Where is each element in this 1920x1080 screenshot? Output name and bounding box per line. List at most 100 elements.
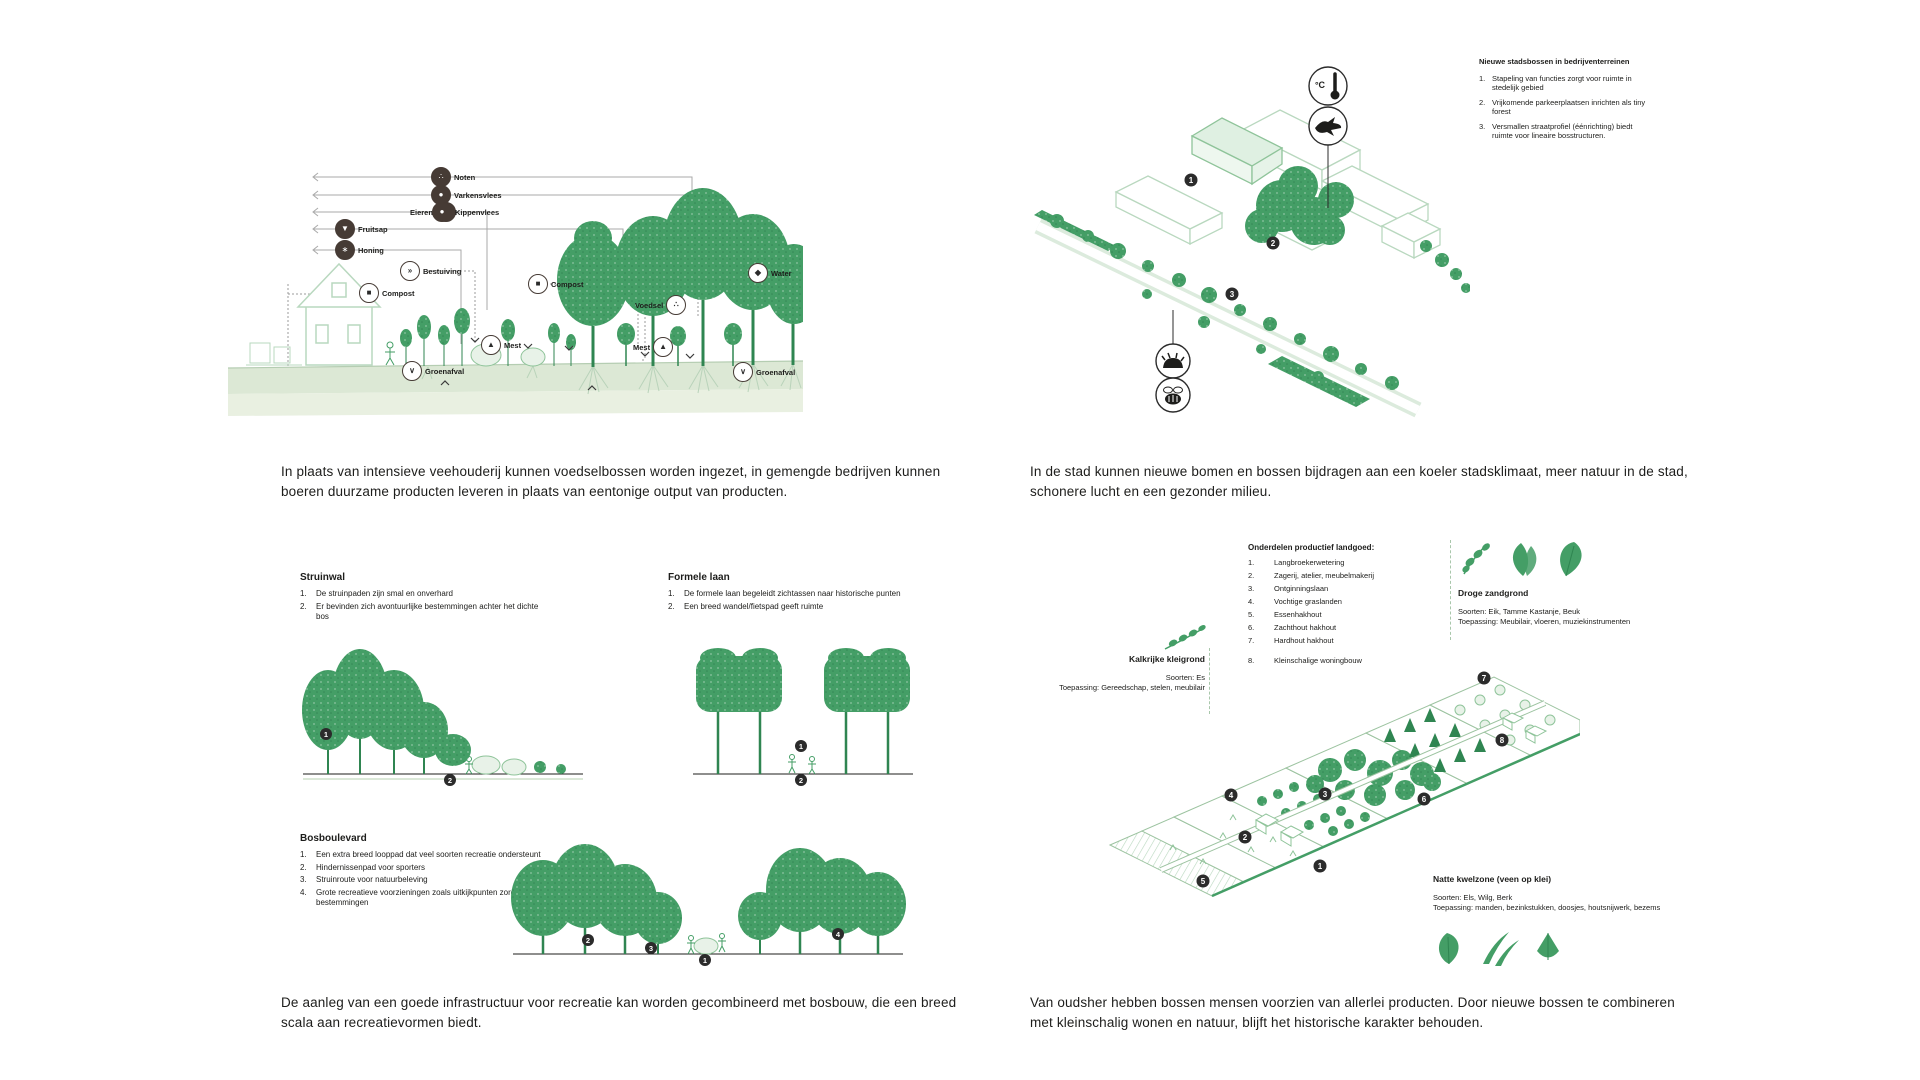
fruitsap-chip: ▼Fruitsap xyxy=(335,219,388,239)
list-item: Essenhakhout xyxy=(1274,610,1322,619)
landgoed-markers: 1 2 3 4 5 6 7 8 xyxy=(1196,671,1509,888)
landgoed-isometric-illustration: 1 2 3 4 5 6 7 8 xyxy=(1108,671,1580,898)
list-num: 8. xyxy=(1248,656,1255,665)
pork-icon: ● xyxy=(431,185,451,205)
food-forest-trees xyxy=(557,188,822,367)
stadsbossen-diagram: °C 1 2 3 xyxy=(1030,58,1471,436)
list-item: Een breed wandel/fietspad geeft ruimte xyxy=(684,601,824,611)
water-drop-icon: ◆ xyxy=(748,263,768,283)
groenafval-chip-1: ∨Groenafval xyxy=(402,361,464,381)
flow-chevrons xyxy=(440,337,695,391)
list-num: 2. xyxy=(1479,97,1486,107)
list-item: De struinpaden zijn smal en onverhard xyxy=(316,589,453,598)
list-item: Vochtige graslanden xyxy=(1274,597,1342,606)
birch-leaf-icon xyxy=(1537,933,1559,960)
svg-text:2: 2 xyxy=(1271,239,1276,248)
formele-laan-markers: 1 2 xyxy=(795,740,807,786)
svg-text:4: 4 xyxy=(1229,791,1234,800)
soil-use: Toepassing: manden, bezinkstukken, doosj… xyxy=(1433,903,1661,912)
alder-leaf-icon xyxy=(1438,933,1459,965)
list-item: Ontginningslaan xyxy=(1274,584,1329,593)
person-figure xyxy=(385,341,395,366)
list-item: Grote recreatieve voorzieningen zoals ui… xyxy=(316,887,542,908)
struinwal-scrub xyxy=(471,755,566,776)
droge-zandgrond-leaves xyxy=(1458,540,1586,578)
kippenvlees-chip: ●Kippenvlees xyxy=(432,202,499,222)
list-item: Struinroute voor natuurbeleving xyxy=(316,875,428,884)
list-item: Hardhout hakhout xyxy=(1274,636,1334,645)
svg-text:2: 2 xyxy=(1243,833,1248,842)
recreation-figures xyxy=(687,933,726,955)
soil-title: Droge zandgrond xyxy=(1458,588,1529,598)
willow-leaves-icon xyxy=(1483,932,1519,966)
list-num: 5. xyxy=(1248,610,1255,619)
list-num: 2. xyxy=(300,862,307,872)
struinwal-list: 1.De struinpaden zijn smal en onverhard … xyxy=(300,589,550,623)
bird-icon xyxy=(1308,106,1348,146)
svg-text:8: 8 xyxy=(1500,736,1505,745)
conifer-strip xyxy=(1384,708,1486,772)
nuts-icon: ∴ xyxy=(431,167,451,187)
soil-species: Soorten: Els, Wilg, Berk xyxy=(1433,893,1513,902)
list-num: 2. xyxy=(1248,571,1255,580)
water-chip: ◆Water xyxy=(748,263,792,283)
list-item: Een extra breed looppad dat veel soorten… xyxy=(316,850,541,859)
stadsbossen-title: Nieuwe stadsbossen in bedrijventerreinen xyxy=(1479,57,1630,66)
formele-laan-illustration: 1 2 xyxy=(693,648,913,786)
food-icon: ∴ xyxy=(666,295,687,315)
struinwal-legend: Struinwal 1.De struinpaden zijn smal en … xyxy=(300,572,550,623)
street-trees xyxy=(1050,214,1471,390)
svg-text:1: 1 xyxy=(324,730,328,739)
stadsbossen-caption: In de stad kunnen nieuwe bomen en bossen… xyxy=(1030,464,1688,499)
list-item: Zagerij, atelier, meubelmakerij xyxy=(1274,571,1375,580)
svg-text:3: 3 xyxy=(649,944,653,953)
temperature-icon: °C xyxy=(1308,66,1348,106)
formele-laan-legend: Formele laan 1. De formele laan begeleidt… xyxy=(668,572,918,612)
svg-text:1: 1 xyxy=(1318,862,1323,871)
compost-chip-2: ■Compost xyxy=(528,274,584,294)
list-item: Langbroekerwetering xyxy=(1274,558,1345,567)
ontginningslaan xyxy=(1159,700,1547,873)
groenafval-chip-2: ∨Groenafval xyxy=(733,362,795,382)
formele-laan-title: Formele laan xyxy=(668,572,730,583)
svg-text:1: 1 xyxy=(799,742,803,751)
manure-icon: ▲ xyxy=(653,337,674,357)
bosboulevard-title: Bosboulevard xyxy=(300,833,367,844)
recreatie-caption: De aanleg van een goede infrastructuur v… xyxy=(281,995,957,1030)
list-item: De formele laan begeleidt zichtassen naa… xyxy=(684,589,901,598)
list-num: 3. xyxy=(300,875,307,884)
boulevard-scrub xyxy=(693,937,719,955)
central-tree-cluster xyxy=(1245,166,1354,245)
svg-text:3: 3 xyxy=(1323,790,1328,799)
stadsbossen-markers: 1 2 3 xyxy=(1184,173,1280,301)
droge-zandgrond-block: Droge zandgrond Soorten: Eik, Tamme Kast… xyxy=(1458,588,1673,627)
list-num: 2. xyxy=(668,601,675,611)
list-num: 1. xyxy=(668,589,675,598)
list-item: Versmallen straatprofiel (éénrichting) b… xyxy=(1492,121,1633,141)
list-item: Kleinschalige woningbouw xyxy=(1274,656,1362,665)
grassland-tufts xyxy=(1169,814,1297,865)
soil-species: Soorten: Eik, Tamme Kastanje, Beuk xyxy=(1458,607,1581,616)
laan-trees xyxy=(696,648,910,774)
compost-icon: ■ xyxy=(528,274,548,294)
compost-icon: ■ xyxy=(359,283,379,303)
stadsbossen-legend: Nieuwe stadsbossen in bedrijventerreinen… xyxy=(1479,57,1649,141)
bestuiving-chip: »Bestuiving xyxy=(400,261,461,281)
varkensvlees-chip: ●Varkensvlees xyxy=(431,185,502,205)
landgoed-legend: Onderdelen productief landgoed: 1.Langbr… xyxy=(1248,543,1443,667)
svg-text:2: 2 xyxy=(799,776,803,785)
list-item: Zachthout hakhout xyxy=(1274,623,1337,632)
struinwal-markers: 1 2 xyxy=(320,728,456,786)
food-forest-diagram: ∴Noten ●Varkensvlees ◦◦Eieren ●Kippenvle… xyxy=(227,128,822,420)
pedestrian-figures xyxy=(788,754,816,775)
list-num: 3. xyxy=(1479,121,1486,131)
compost-chip-1: ■Compost xyxy=(359,283,415,303)
food-forest-caption: In plaats van intensieve veehouderij kun… xyxy=(281,464,941,499)
natte-kwelzone-leaves xyxy=(1433,928,1563,968)
food-forest-section-illustration xyxy=(227,172,822,416)
list-num: 1. xyxy=(1479,73,1486,83)
list-num: 1. xyxy=(300,589,307,598)
bosboulevard-illustration: 1 2 3 4 xyxy=(511,844,906,966)
legend-divider xyxy=(1450,540,1451,640)
list-num: 3. xyxy=(1248,584,1255,593)
